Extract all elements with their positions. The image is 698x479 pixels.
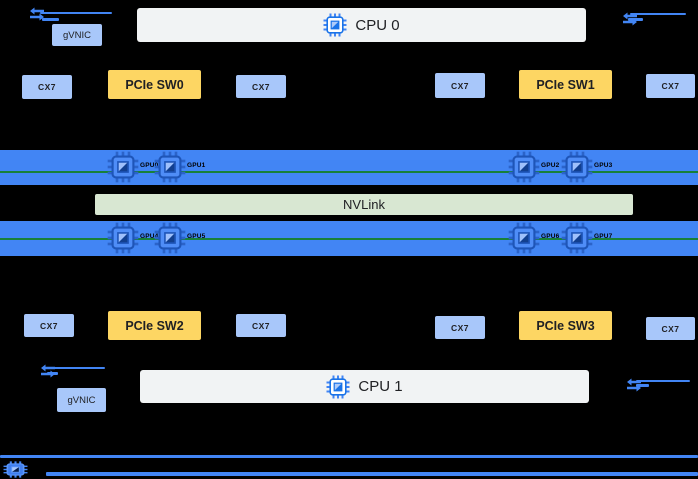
cx7-box: CX7 [435, 73, 485, 98]
cx7-label: CX7 [661, 81, 680, 91]
gvnic-box: gVNIC [52, 24, 102, 46]
cx7-box: CX7 [236, 314, 286, 337]
gpu-chip-icon [508, 222, 540, 254]
cpu1-label: CPU 1 [358, 378, 403, 395]
pcie-sw-label: PCIe SW0 [125, 77, 184, 92]
pcie-sw1-box: PCIe SW1 [519, 70, 612, 99]
gpu-chip-icon [107, 222, 139, 254]
nvlink-bar: NVLink [95, 194, 633, 215]
gpu-rail-line [0, 238, 698, 240]
pcie-sw-label: PCIe SW1 [536, 77, 595, 92]
pcie-sw0-box: PCIe SW0 [108, 70, 201, 99]
network-line [636, 384, 649, 387]
cx7-box: CX7 [646, 317, 695, 340]
pcie-sw2-box: PCIe SW2 [108, 311, 201, 340]
gpu-label: GPU0 [140, 162, 159, 169]
cpu-chip-icon [326, 375, 350, 399]
network-line [47, 367, 105, 369]
cx7-label: CX7 [251, 81, 271, 92]
cx7-label: CX7 [37, 82, 57, 92]
nic-chip-icon [3, 461, 28, 478]
network-line [636, 380, 690, 382]
pcie-sw-label: PCIe SW3 [536, 318, 595, 333]
gpu-chip-icon [107, 151, 139, 183]
gpu-chip-icon [154, 222, 186, 254]
cx7-box: CX7 [646, 74, 695, 98]
gpu-chip-icon [154, 151, 186, 183]
cx7-label: CX7 [450, 80, 470, 91]
gpu-chip-icon [508, 151, 540, 183]
cx7-label: CX7 [450, 322, 470, 333]
pcie-sw3-box: PCIe SW3 [519, 311, 612, 340]
gpu-label: GPU7 [594, 233, 613, 240]
cpu0-box: CPU 0 [137, 8, 586, 42]
cpu0-label: CPU 0 [355, 16, 400, 34]
network-link-icon [40, 363, 56, 379]
cx7-label: CX7 [251, 320, 271, 331]
cx7-box: CX7 [435, 316, 485, 339]
gpu-rail-line [0, 171, 698, 173]
gvnic-label: gVNIC [67, 394, 96, 406]
network-line [42, 18, 59, 21]
gvnic-label: gVNIC [63, 29, 91, 41]
gpu-label: GPU1 [187, 162, 206, 169]
gpu-label: GPU6 [541, 233, 560, 240]
network-line [630, 13, 686, 15]
gpu-label: GPU3 [594, 162, 613, 169]
cx7-box: CX7 [236, 75, 286, 98]
gpu-chip-icon [561, 151, 593, 183]
network-rail-line [0, 455, 698, 458]
cx7-label: CX7 [39, 320, 59, 331]
cpu1-box: CPU 1 [140, 370, 589, 403]
gpu-label: GPU4 [140, 233, 159, 240]
network-line [40, 12, 112, 14]
gvnic-box: gVNIC [57, 388, 106, 412]
gpu-chip-icon [561, 222, 593, 254]
cx7-box: CX7 [24, 314, 74, 337]
pcie-sw-label: PCIe SW2 [125, 318, 184, 333]
cpu-chip-icon [323, 13, 347, 37]
cx7-box: CX7 [22, 75, 72, 99]
nvlink-label: NVLink [343, 197, 385, 212]
network-line [628, 18, 643, 21]
network-rail-line [46, 472, 698, 476]
gpu-label: GPU5 [187, 233, 206, 240]
network-line [47, 372, 58, 375]
gpu-label: GPU2 [541, 162, 560, 169]
cx7-label: CX7 [661, 323, 680, 334]
